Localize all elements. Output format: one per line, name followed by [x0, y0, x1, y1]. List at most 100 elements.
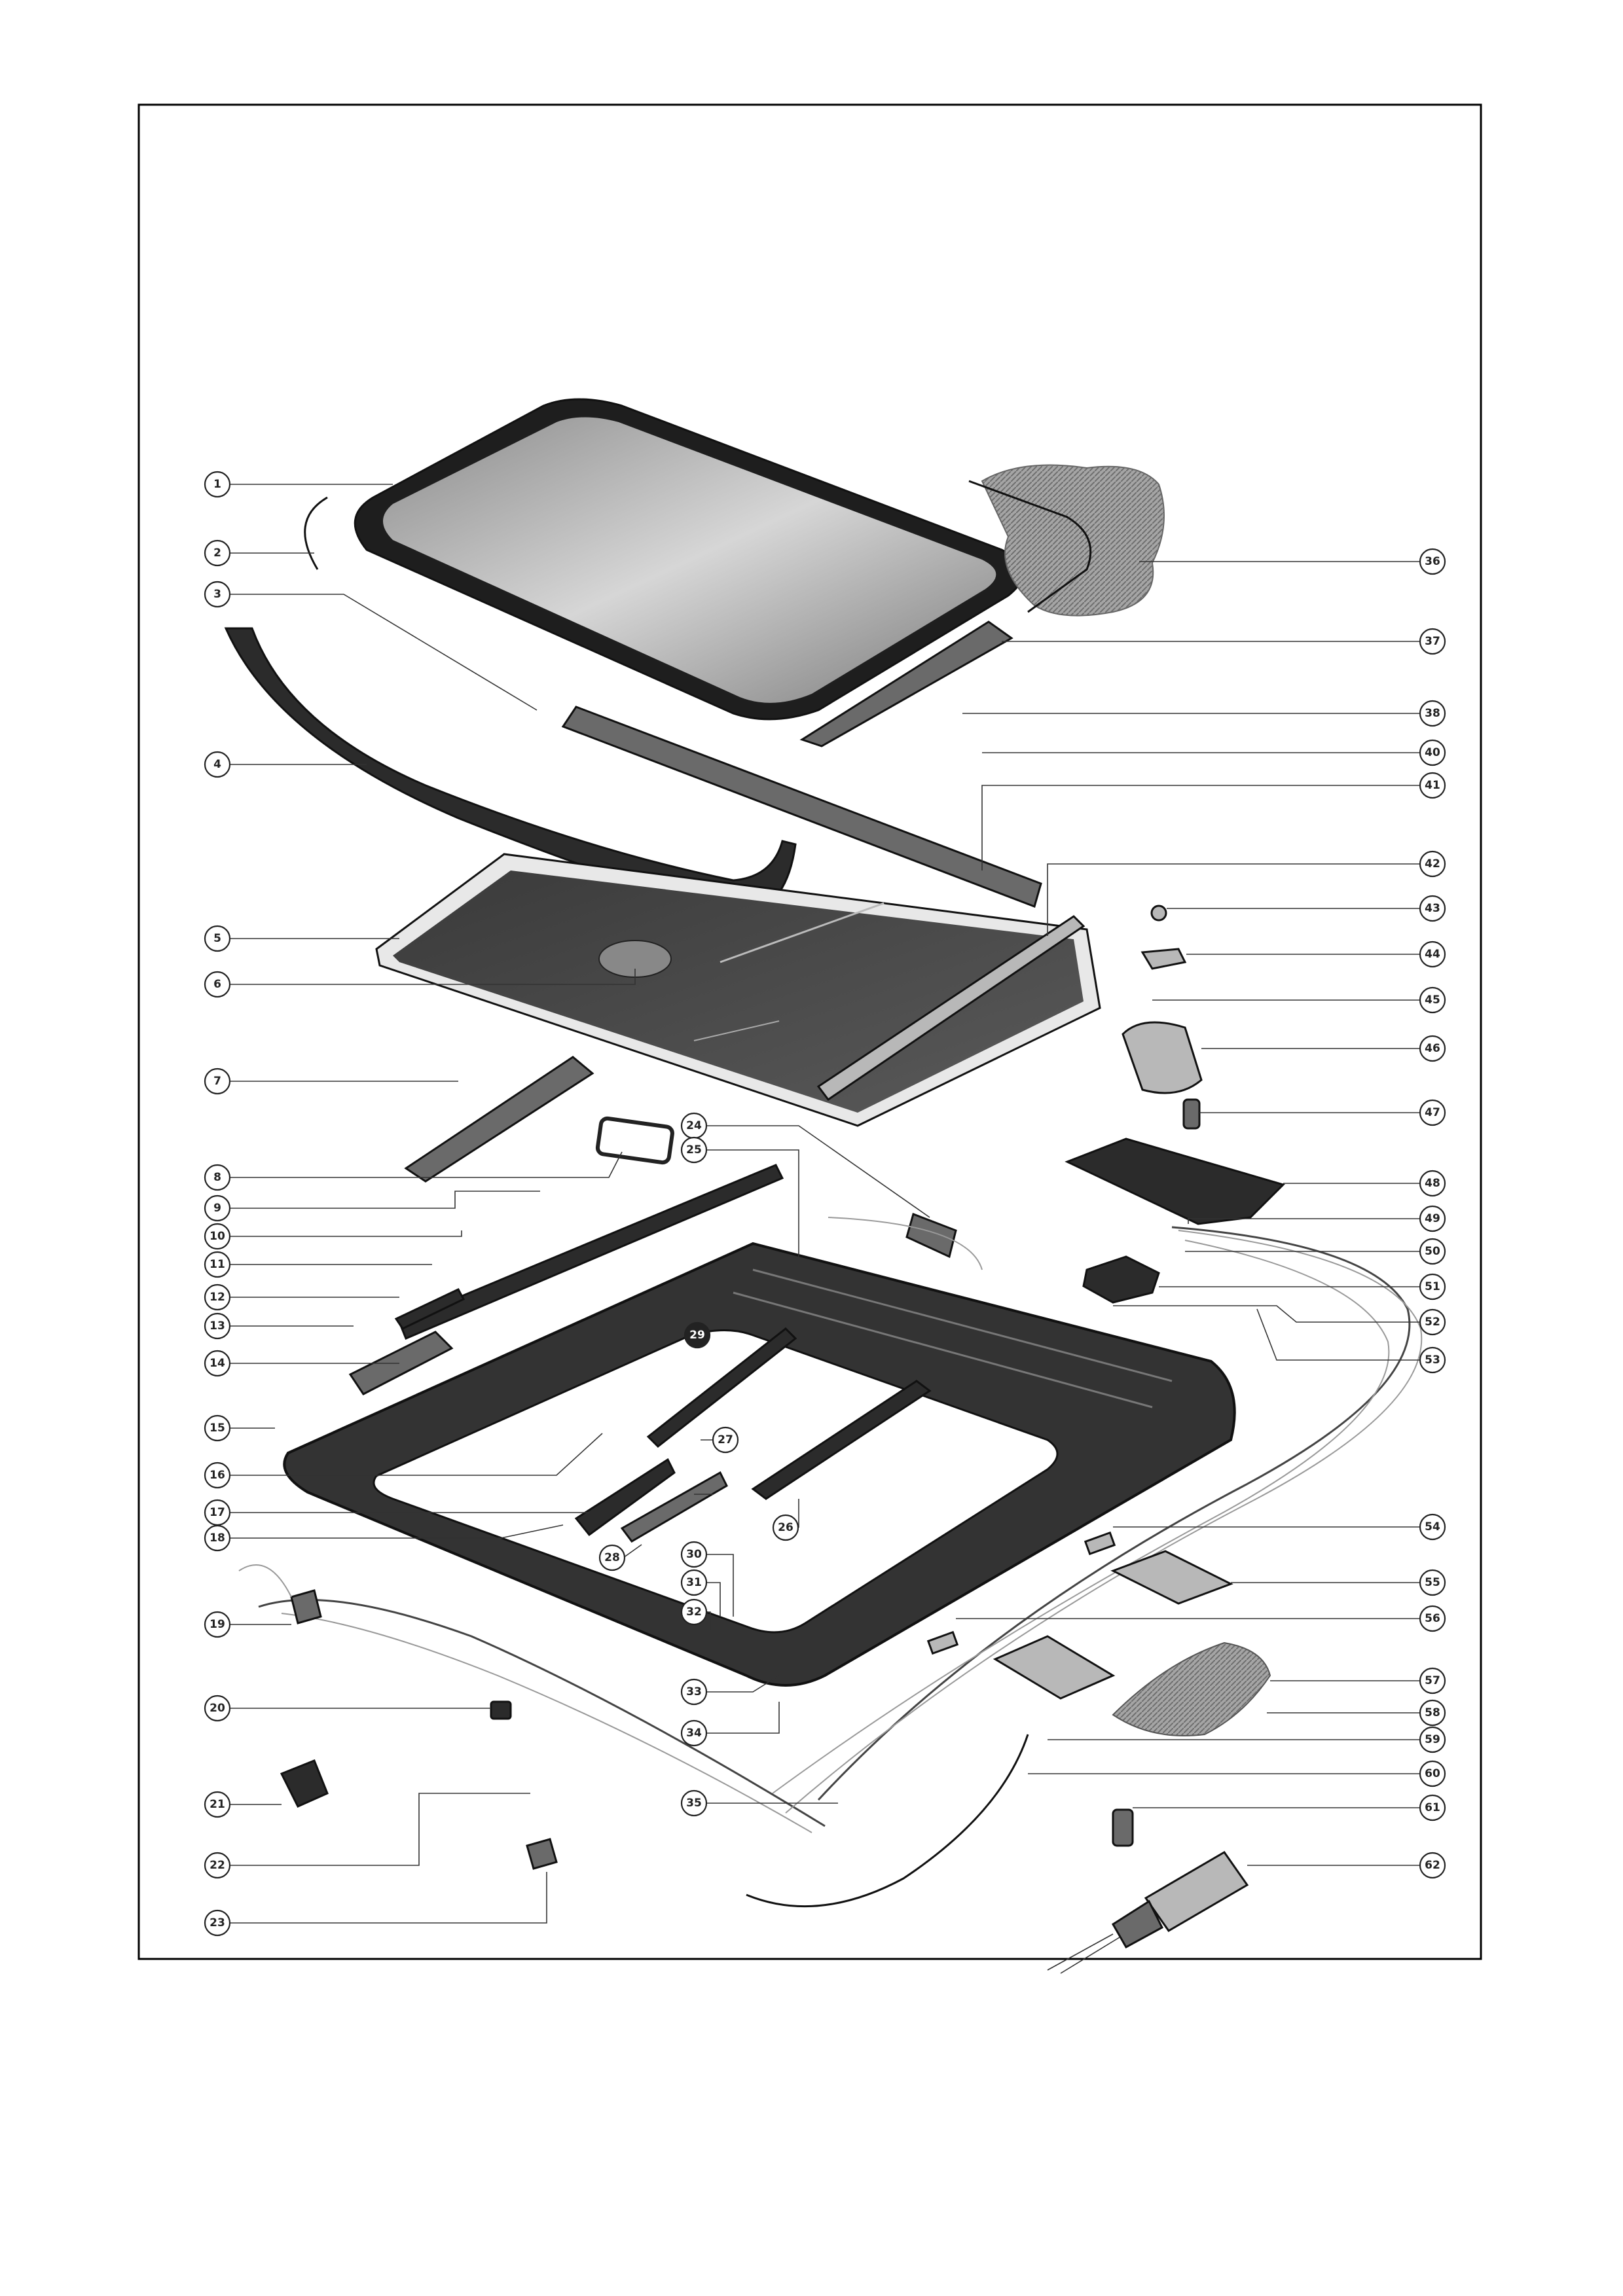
callout-15-text: 15 [210, 1422, 225, 1435]
callout-4: 4 [205, 752, 230, 777]
small-bracket [907, 1214, 956, 1257]
callout-48-text: 48 [1425, 1177, 1440, 1190]
callout-53: 53 [1420, 1348, 1445, 1372]
callout-18-text: 18 [210, 1532, 225, 1545]
callout-30: 30 [682, 1542, 706, 1567]
callout-51-text: 51 [1425, 1280, 1440, 1293]
foam-pad-lower [995, 1636, 1113, 1698]
callout-28: 28 [600, 1545, 625, 1570]
callout-13-text: 13 [210, 1319, 225, 1333]
callout-10-text: 10 [210, 1230, 225, 1243]
corner-seal [305, 497, 327, 569]
callout-36: 36 [1420, 549, 1445, 574]
callout-30-text: 30 [686, 1548, 702, 1561]
control-module [1084, 1257, 1159, 1302]
callout-24: 24 [682, 1113, 706, 1138]
callout-38: 38 [1420, 701, 1445, 726]
callout-49: 49 [1420, 1206, 1445, 1231]
callout-62: 62 [1420, 1853, 1445, 1878]
callout-56-text: 56 [1425, 1612, 1440, 1625]
callout-31-text: 31 [686, 1576, 702, 1589]
callout-25-text: 25 [686, 1143, 702, 1157]
callout-24-text: 24 [686, 1119, 702, 1132]
callout-26: 26 [773, 1515, 798, 1540]
callout-28-text: 28 [604, 1551, 620, 1564]
callout-27: 27 [713, 1427, 738, 1452]
callout-60-text: 60 [1425, 1767, 1440, 1780]
callout-5-text: 5 [213, 932, 221, 945]
callout-8: 8 [205, 1165, 230, 1190]
callout-47: 47 [1420, 1100, 1445, 1125]
callout-25: 25 [682, 1138, 706, 1162]
callout-17: 17 [205, 1500, 230, 1525]
callout-36-text: 36 [1425, 555, 1440, 568]
callout-43-text: 43 [1425, 902, 1440, 915]
callout-58-text: 58 [1425, 1706, 1440, 1719]
retaining-bracket [527, 1839, 556, 1869]
callout-29: 29 [685, 1323, 710, 1348]
callout-55-text: 55 [1425, 1576, 1440, 1589]
callout-9: 9 [205, 1196, 230, 1221]
callout-32: 32 [682, 1600, 706, 1624]
callout-11: 11 [205, 1252, 230, 1277]
switch-housing [282, 1761, 327, 1806]
callout-11-text: 11 [210, 1258, 225, 1271]
switch-bezel [597, 1118, 674, 1164]
callout-18: 18 [205, 1526, 230, 1551]
callout-45: 45 [1420, 988, 1445, 1013]
callout-32-text: 32 [686, 1605, 702, 1619]
callout-9-text: 9 [213, 1202, 221, 1215]
parts [226, 399, 1421, 1973]
spacer-block-lower [928, 1632, 957, 1653]
callout-20: 20 [205, 1696, 230, 1721]
callout-23: 23 [205, 1910, 230, 1935]
callout-13: 13 [205, 1314, 230, 1338]
callout-29-text: 29 [689, 1329, 705, 1342]
callout-17-text: 17 [210, 1506, 225, 1519]
callout-62-text: 62 [1425, 1859, 1440, 1872]
callout-7: 7 [205, 1069, 230, 1094]
callout-37-text: 37 [1425, 635, 1440, 648]
callout-51: 51 [1420, 1274, 1445, 1299]
callout-55: 55 [1420, 1570, 1445, 1595]
callout-61: 61 [1420, 1795, 1445, 1820]
callout-59: 59 [1420, 1727, 1445, 1752]
callout-14: 14 [205, 1351, 230, 1376]
callout-46: 46 [1420, 1036, 1445, 1061]
callout-16-text: 16 [210, 1469, 225, 1482]
callout-44: 44 [1420, 942, 1445, 967]
callout-37: 37 [1420, 629, 1445, 654]
callout-41: 41 [1420, 773, 1445, 798]
retaining-clip [1142, 949, 1185, 969]
callout-33-text: 33 [686, 1685, 702, 1698]
callout-14-text: 14 [210, 1357, 225, 1370]
callout-42: 42 [1420, 852, 1445, 876]
callout-7-text: 7 [213, 1075, 221, 1088]
callout-15: 15 [205, 1416, 230, 1441]
callout-22-text: 22 [210, 1859, 225, 1872]
callout-53-text: 53 [1425, 1354, 1440, 1367]
callout-46-text: 46 [1425, 1042, 1440, 1055]
callout-38-text: 38 [1425, 707, 1440, 720]
callout-19: 19 [205, 1612, 230, 1637]
callout-33: 33 [682, 1679, 706, 1704]
callout-27-text: 27 [718, 1433, 733, 1446]
callout-41-text: 41 [1425, 779, 1440, 792]
coil-spring [1184, 1100, 1199, 1128]
callout-52-text: 52 [1425, 1316, 1440, 1329]
callout-10: 10 [205, 1224, 230, 1249]
foam-pad-upper [1113, 1551, 1231, 1604]
callout-19-text: 19 [210, 1618, 225, 1631]
callout-60: 60 [1420, 1761, 1445, 1786]
callout-52: 52 [1420, 1310, 1445, 1335]
rear-seal [746, 1734, 1028, 1907]
callout-20-text: 20 [210, 1702, 225, 1715]
callout-1-text: 1 [213, 478, 221, 491]
callout-42-text: 42 [1425, 857, 1440, 870]
side-rail-left [406, 1057, 593, 1181]
callout-58: 58 [1420, 1700, 1445, 1725]
callout-50: 50 [1420, 1239, 1445, 1264]
drain-connector [291, 1590, 321, 1623]
callout-47-text: 47 [1425, 1106, 1440, 1119]
callout-44-text: 44 [1425, 948, 1440, 961]
